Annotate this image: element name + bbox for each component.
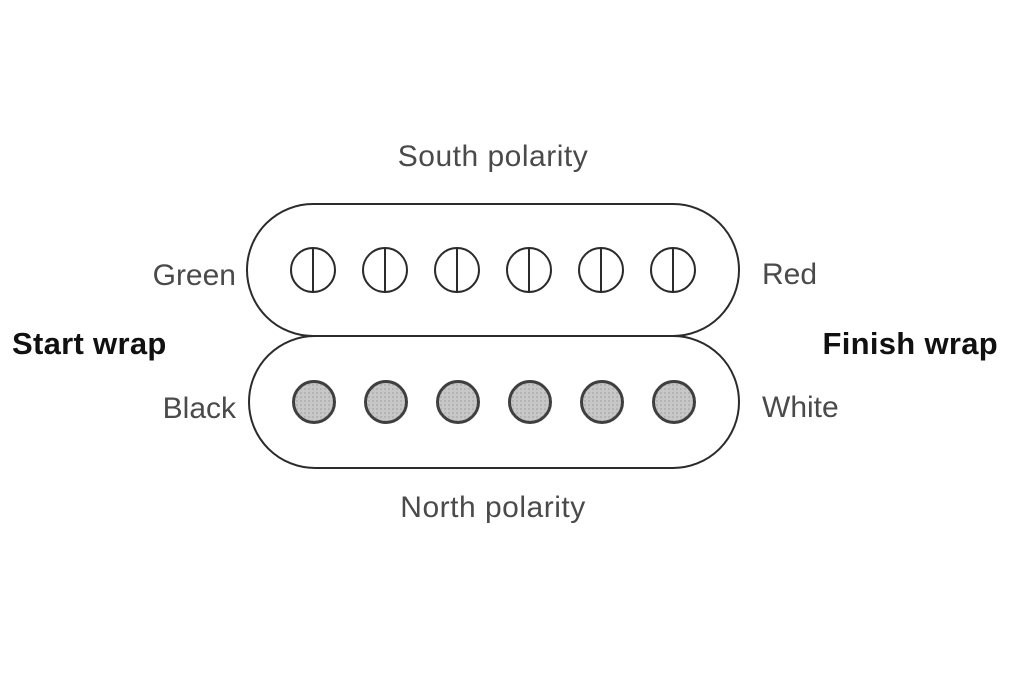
slug-pole-icon — [652, 380, 696, 424]
screw-slot-line — [384, 248, 386, 292]
screw-pole-icon — [290, 247, 336, 293]
white-wire-label: White — [762, 391, 839, 424]
start-wrap-label: Start wrap — [12, 326, 167, 361]
screw-slot-line — [456, 248, 458, 292]
screw-pole-icon — [362, 247, 408, 293]
finish-wrap-label: Finish wrap — [822, 326, 998, 361]
screw-slot-line — [672, 248, 674, 292]
screw-pole-icon — [434, 247, 480, 293]
black-wire-label: Black — [162, 392, 236, 425]
screw-pole-icon — [650, 247, 696, 293]
slug-pole-icon — [436, 380, 480, 424]
top-coil-poles — [290, 205, 696, 335]
bottom-coil-bobbin — [248, 335, 740, 469]
screw-slot-line — [528, 248, 530, 292]
screw-slot-line — [600, 248, 602, 292]
slug-pole-icon — [580, 380, 624, 424]
slug-pole-icon — [364, 380, 408, 424]
red-wire-label: Red — [762, 258, 818, 291]
south-polarity-label: South polarity — [397, 140, 589, 173]
slug-pole-icon — [508, 380, 552, 424]
top-coil-bobbin — [246, 203, 740, 337]
bottom-coil-poles — [292, 337, 696, 467]
screw-slot-line — [312, 248, 314, 292]
slug-pole-icon — [292, 380, 336, 424]
north-polarity-label: North polarity — [400, 491, 586, 524]
green-wire-label: Green — [152, 259, 236, 292]
screw-pole-icon — [506, 247, 552, 293]
screw-pole-icon — [578, 247, 624, 293]
